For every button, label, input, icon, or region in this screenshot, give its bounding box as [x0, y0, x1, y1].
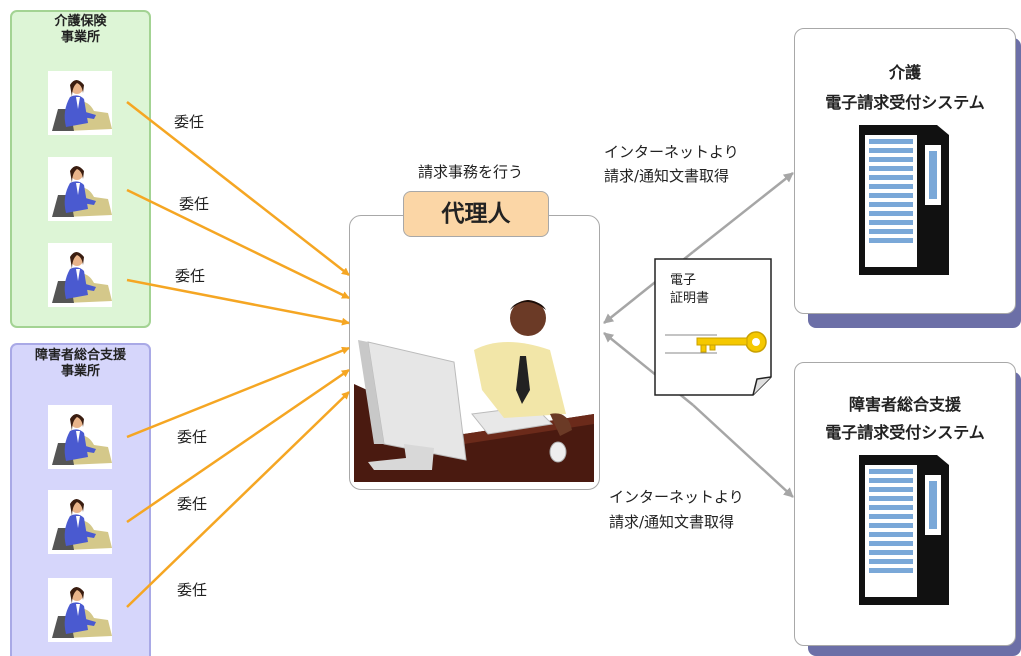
office-worker-icon [48, 578, 112, 642]
delegation-label: 委任 [177, 495, 208, 513]
care-system-title-line2: 電子請求受付システム [825, 93, 985, 112]
disability-system-title-line2: 電子請求受付システム [825, 423, 985, 442]
delegation-label: 委任 [179, 195, 210, 213]
delegation-label: 委任 [177, 581, 208, 599]
delegation-arrow [126, 188, 350, 300]
delegation-arrow [126, 278, 350, 326]
agent-at-computer-icon [354, 300, 594, 482]
key-icon [696, 331, 767, 353]
care-billing-system-box: 介護 電子請求受付システム [794, 28, 1016, 314]
care-group-title-line1: 介護保険 [54, 14, 107, 29]
certificate-label-line2: 証明書 [670, 291, 710, 306]
disability-system-title-line1: 障害者総合支援 [848, 395, 961, 414]
office-worker-icon [48, 405, 112, 469]
internet-label-lower-line2: 請求/通知文書取得 [609, 513, 735, 531]
delegation-arrow [126, 368, 350, 524]
delegation-arrow [126, 391, 350, 608]
disability-group-title-line2: 事業所 [60, 364, 100, 379]
disability-group-title-line1: 障害者総合支援 [34, 348, 126, 363]
internet-label-lower-line1: インターネットより [609, 488, 744, 506]
agent-caption: 請求事務を行う [418, 163, 524, 181]
delegation-label: 委任 [174, 113, 205, 131]
certificate-document-icon [654, 258, 772, 396]
agent-name-tag: 代理人 [403, 191, 549, 237]
care-system-title-line1: 介護 [888, 63, 921, 82]
server-rack-icon [859, 125, 949, 275]
delegation-arrow [126, 346, 350, 439]
internet-arrow-to-disability-system [692, 404, 794, 498]
office-worker-icon [48, 490, 112, 554]
care-group-title-line2: 事業所 [60, 30, 100, 45]
internet-arrow-to-care-system [692, 172, 794, 253]
delegation-arrow [126, 101, 350, 276]
office-worker-icon [48, 157, 112, 221]
internet-label-upper-line2: 請求/通知文書取得 [604, 167, 730, 185]
agent-box [349, 215, 600, 490]
internet-label-upper-line1: インターネットより [604, 143, 739, 161]
office-worker-icon [48, 71, 112, 135]
server-rack-icon [859, 455, 949, 605]
certificate-label-line1: 電子 [670, 273, 697, 288]
disability-billing-system-box: 障害者総合支援 電子請求受付システム [794, 362, 1016, 646]
office-worker-icon [48, 243, 112, 307]
delegation-label: 委任 [175, 267, 206, 285]
delegation-label: 委任 [177, 428, 208, 446]
